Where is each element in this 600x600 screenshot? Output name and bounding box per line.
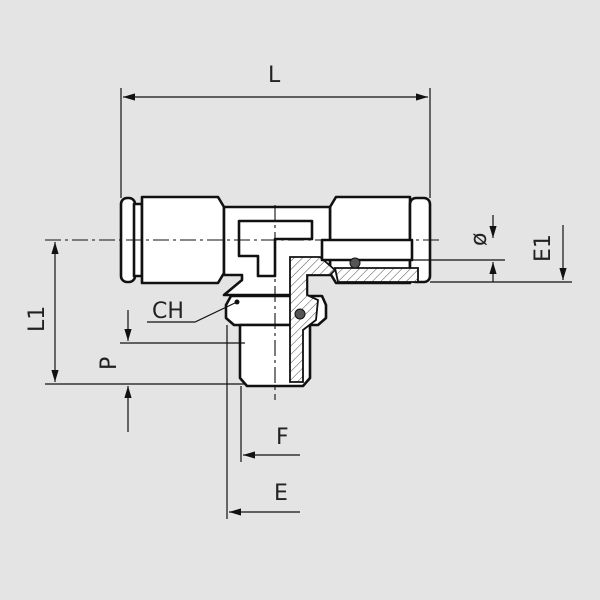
fitting-body — [119, 195, 432, 388]
label-p: P — [97, 357, 122, 370]
label-ch: CH — [152, 299, 184, 324]
dimension-l1: L1 — [25, 242, 245, 385]
label-l: L — [268, 63, 281, 88]
dimension-p: P — [97, 310, 245, 432]
dimension-f: F — [240, 386, 300, 462]
dimension-e1: E1 — [430, 225, 572, 283]
label-e1: E1 — [531, 234, 556, 262]
label-diameter: ø — [467, 233, 492, 246]
dimension-ch: CH — [147, 299, 238, 324]
label-f: F — [276, 425, 289, 450]
section-hatch — [289, 256, 337, 383]
tube-seat — [320, 238, 414, 262]
dimension-diameter: ø — [412, 215, 505, 282]
dimension-l: L — [120, 63, 431, 198]
label-e: E — [274, 481, 288, 506]
label-l1: L1 — [25, 306, 50, 332]
inner-cavity — [237, 219, 314, 278]
o-ring — [349, 257, 361, 269]
thread-seal — [294, 308, 306, 320]
dimension-e: E — [226, 325, 300, 519]
collet-section-hatch — [333, 267, 419, 283]
